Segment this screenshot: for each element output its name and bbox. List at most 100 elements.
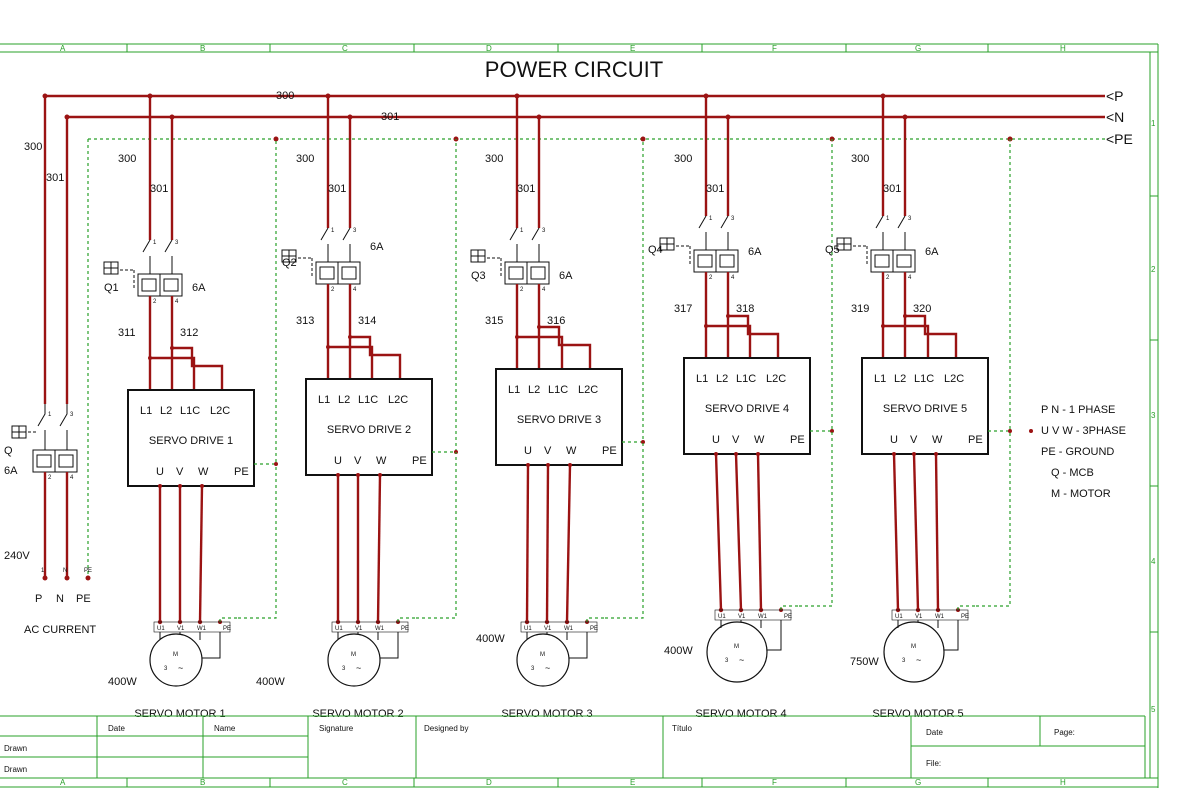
bus-p-junction — [880, 93, 886, 99]
drive-terminal-u: U — [156, 466, 164, 478]
breaker-terminal-4: 4 — [353, 287, 357, 293]
servo-motor-icon — [149, 633, 203, 687]
tb-date: Date — [108, 724, 125, 733]
breaker-terminal-2: 2 — [153, 299, 157, 305]
drive-terminal-pe: PE — [968, 434, 983, 446]
motor-pe-stub — [397, 617, 416, 622]
breaker-contacts — [320, 227, 351, 262]
tb-name: Name — [214, 724, 236, 733]
bridge-l1c — [328, 345, 374, 379]
breaker-terminal-4: 4 — [731, 275, 735, 281]
servo-drive-box — [683, 357, 811, 455]
drive-pe-wire — [988, 139, 1011, 432]
breaker-terminal-3: 3 — [175, 240, 179, 246]
servo-drive-name: SERVO DRIVE 1 — [149, 435, 233, 447]
drive-terminal-l1: L1 — [874, 373, 886, 385]
breaker-pole — [896, 254, 912, 268]
bridge-l2c — [905, 314, 958, 358]
bridge-junction — [881, 324, 885, 328]
supply-terminal-n: N — [56, 593, 64, 605]
servo-drive-name: SERVO DRIVE 4 — [705, 403, 789, 415]
breaker-terminal-3: 3 — [908, 216, 912, 222]
drive-output-dot — [714, 452, 718, 456]
svg-text:N: N — [63, 568, 67, 574]
motor-pe-wire — [605, 442, 644, 619]
bridge-l1c — [150, 356, 196, 390]
drive-pe-junction — [1008, 429, 1012, 433]
breaker-tag: Q4 — [648, 244, 663, 256]
motor-terminal-w: W1 — [758, 614, 768, 620]
servo-motor-name: SERVO MOTOR 5 — [872, 708, 963, 720]
output-wire-number: 311 — [118, 327, 136, 339]
motor-wire-u — [892, 453, 900, 611]
drive-terminal-l1c: L1C — [914, 373, 934, 385]
motor-terminal-pe: PE — [223, 626, 231, 632]
motor-power: 400W — [664, 645, 693, 657]
bus-n-label: <N — [1106, 109, 1124, 125]
row-3: 3 — [1151, 411, 1156, 420]
bus-p-junction — [147, 93, 153, 99]
motor-power: 400W — [256, 676, 285, 688]
drive-terminal-l1c: L1C — [548, 384, 568, 396]
motor-terminal-w: W1 — [935, 614, 945, 620]
legend-item: PE - GROUND — [1041, 446, 1114, 458]
branch-n-wire-number: 301 — [328, 183, 346, 195]
branch-p-wire-number: 300 — [485, 153, 503, 165]
bus-n-junction — [536, 114, 542, 120]
bus-p-wire-number: 300 — [276, 90, 294, 102]
drive-output-dot — [178, 484, 182, 488]
col-d-bottom: D — [486, 778, 492, 787]
row-5: 5 — [1151, 705, 1156, 714]
bus-p-label: <P — [1106, 88, 1124, 104]
drive-output-dot — [734, 452, 738, 456]
motor-terminal-w: W1 — [375, 626, 385, 632]
drive-terminal-l2: L2 — [528, 384, 540, 396]
breaker-tag: Q2 — [282, 257, 297, 269]
breaker-tag: Q5 — [825, 244, 840, 256]
supply-terminal-pe: PE — [76, 593, 91, 605]
svg-text:4: 4 — [70, 475, 74, 481]
drive-output-dot — [756, 452, 760, 456]
supply-terminal-p: P — [35, 593, 42, 605]
col-a-bottom: A — [60, 778, 66, 787]
svg-text:1: 1 — [48, 412, 52, 418]
drive-pe-junction — [274, 462, 278, 466]
motor-terminal-v: V1 — [738, 614, 746, 620]
breaker-terminal-4: 4 — [542, 287, 546, 293]
breaker-pole — [719, 254, 735, 268]
motor-wire-w — [376, 474, 382, 623]
motor-terminal-pe: PE — [401, 626, 409, 632]
tb-drawn-1: Drawn — [4, 744, 27, 753]
drive-terminal-v: V — [176, 466, 184, 478]
col-e-bottom: E — [630, 778, 635, 787]
drive-pe-wire — [254, 139, 277, 465]
motor-pe-wire — [416, 452, 457, 619]
drive-terminal-l1: L1 — [508, 384, 520, 396]
bridge-junction — [537, 325, 541, 329]
motor-symbol-m: M — [173, 652, 178, 658]
bus-p-junction — [514, 93, 520, 99]
drive-pe-junction — [641, 440, 645, 444]
output-wire-number: 315 — [485, 315, 503, 327]
breaker-terminal-2: 2 — [520, 287, 524, 293]
breaker-contacts — [509, 227, 540, 262]
breaker-contacts — [875, 215, 906, 250]
motor-symbol-m: M — [540, 652, 545, 658]
drive-output-dot — [158, 484, 162, 488]
output-wire-number: 313 — [296, 315, 314, 327]
col-g-bottom: G — [915, 778, 921, 787]
drive-terminal-l2: L2 — [894, 373, 906, 385]
drive-terminal-l2c: L2C — [766, 373, 786, 385]
tb-titulo: Título — [672, 724, 693, 733]
servo-motor-icon — [327, 633, 381, 687]
drive-terminal-l1: L1 — [696, 373, 708, 385]
motor-symbol-ac: ~ — [356, 663, 361, 673]
breaker-terminal-1: 1 — [709, 216, 713, 222]
drive-terminal-l2: L2 — [160, 405, 172, 417]
main-supply: 300 301 1 3 2 4 Q 6A 1 N PE 240V P — [4, 93, 96, 636]
bus-n-junction — [725, 114, 731, 120]
